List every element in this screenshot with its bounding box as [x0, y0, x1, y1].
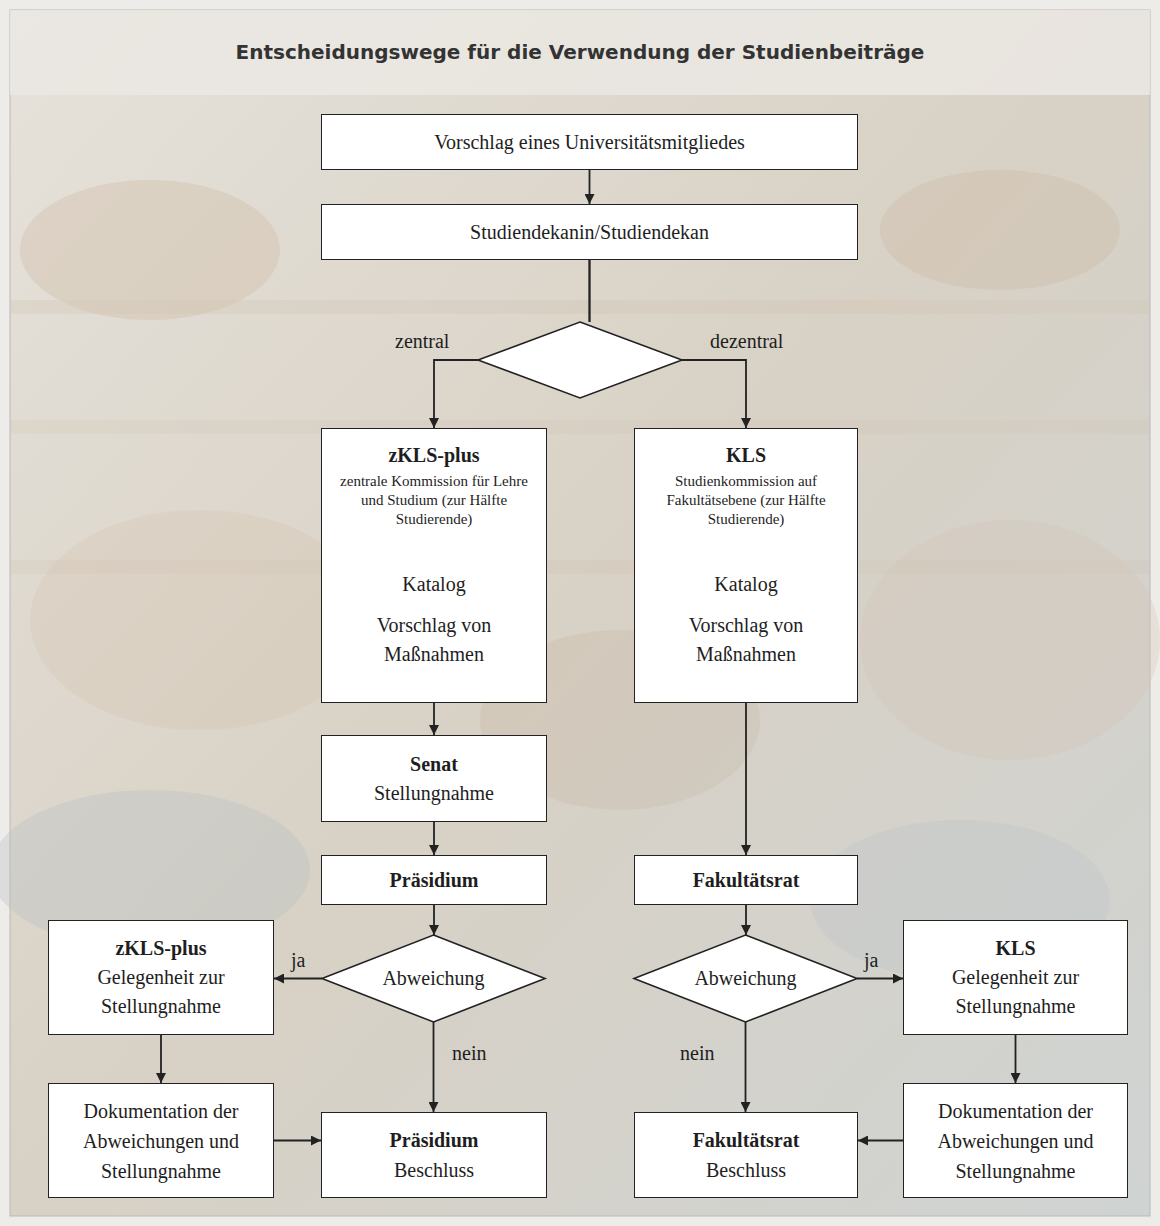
flow-arrow — [1015, 1035, 1017, 1083]
box-heading: KLS — [995, 934, 1035, 963]
process-box: zKLS-pluszentrale Kommission für Lehre u… — [321, 428, 547, 703]
box-text: Gelegenheit zur Stellungnahme — [926, 963, 1106, 1021]
box-text: Beschluss — [706, 1155, 786, 1185]
flow-arrow — [274, 978, 322, 980]
box-text: Studienkommission auf Fakultätsebene (zu… — [645, 472, 847, 528]
box-heading: Senat — [410, 750, 458, 779]
decision-diamond: Abweichung — [322, 935, 545, 1022]
process-box: SenatStellungnahme — [321, 735, 547, 822]
box-text: Stellungnahme — [374, 779, 494, 808]
edge-label: nein — [680, 1041, 714, 1065]
box-text: Dokumentation der Abweichungen und Stell… — [59, 1096, 263, 1186]
process-box: Fakultätsrat — [634, 855, 858, 905]
flow-arrow — [745, 703, 747, 855]
flow-arrow — [857, 978, 903, 980]
flow-arrow — [433, 905, 435, 935]
branch-diamond — [478, 322, 682, 398]
process-box: Studiendekanin/Studiendekan — [321, 204, 858, 260]
box-heading: Fakultätsrat — [693, 866, 800, 895]
process-box: Vorschlag eines Universitätsmitgliedes — [321, 114, 858, 170]
box-text: Studiendekanin/Studiendekan — [470, 218, 709, 247]
process-box: KLSStudienkommission auf Fakultätsebene … — [634, 428, 858, 703]
edge-label: zentral — [395, 329, 449, 353]
box-heading: Fakultätsrat — [693, 1125, 800, 1155]
flow-arrow — [433, 703, 435, 735]
process-box: PräsidiumBeschluss — [321, 1112, 547, 1198]
flow-arrow — [589, 170, 591, 204]
process-box: Dokumentation der Abweichungen und Stell… — [903, 1083, 1128, 1198]
flow-arrow — [433, 822, 435, 855]
process-box: FakultätsratBeschluss — [634, 1112, 858, 1198]
decision-diamond: Abweichung — [634, 935, 857, 1022]
box-heading: zKLS-plus — [115, 934, 206, 963]
box-text: Vorschlag von Maßnahmen — [349, 611, 519, 669]
box-text: Beschluss — [394, 1155, 474, 1185]
box-text: Gelegenheit zur Stellungnahme — [71, 963, 251, 1021]
flow-arrow — [745, 905, 747, 935]
box-heading: Präsidium — [390, 866, 479, 895]
box-heading: KLS — [726, 441, 766, 470]
flow-arrow — [745, 1022, 747, 1112]
edge-label: ja — [291, 948, 305, 972]
flow-arrow — [274, 1140, 321, 1142]
box-text: Katalog — [714, 570, 777, 599]
flow-arrow — [858, 1140, 903, 1142]
edge-label: dezentral — [710, 329, 783, 353]
process-box: Dokumentation der Abweichungen und Stell… — [48, 1083, 274, 1198]
box-text: Dokumentation der Abweichungen und Stell… — [914, 1096, 1117, 1186]
edge-label: ja — [864, 948, 878, 972]
flow-arrow — [434, 260, 590, 428]
flow-arrow — [160, 1035, 162, 1083]
diagram-title: Entscheidungswege für die Verwendung der… — [0, 40, 1160, 64]
box-text: Abweichung — [694, 964, 796, 993]
box-text: Vorschlag eines Universitätsmitgliedes — [434, 128, 745, 157]
flow-arrow — [433, 1022, 435, 1112]
process-box: Präsidium — [321, 855, 547, 905]
box-text: Vorschlag von Maßnahmen — [661, 611, 831, 669]
box-heading: Präsidium — [390, 1125, 479, 1155]
process-box: KLSGelegenheit zur Stellungnahme — [903, 920, 1128, 1035]
edge-label: nein — [452, 1041, 486, 1065]
box-text: Abweichung — [382, 964, 484, 993]
box-text: Katalog — [402, 570, 465, 599]
box-text: zentrale Kommission für Lehre und Studiu… — [332, 472, 536, 528]
box-heading: zKLS-plus — [388, 441, 479, 470]
process-box: zKLS-plusGelegenheit zur Stellungnahme — [48, 920, 274, 1035]
